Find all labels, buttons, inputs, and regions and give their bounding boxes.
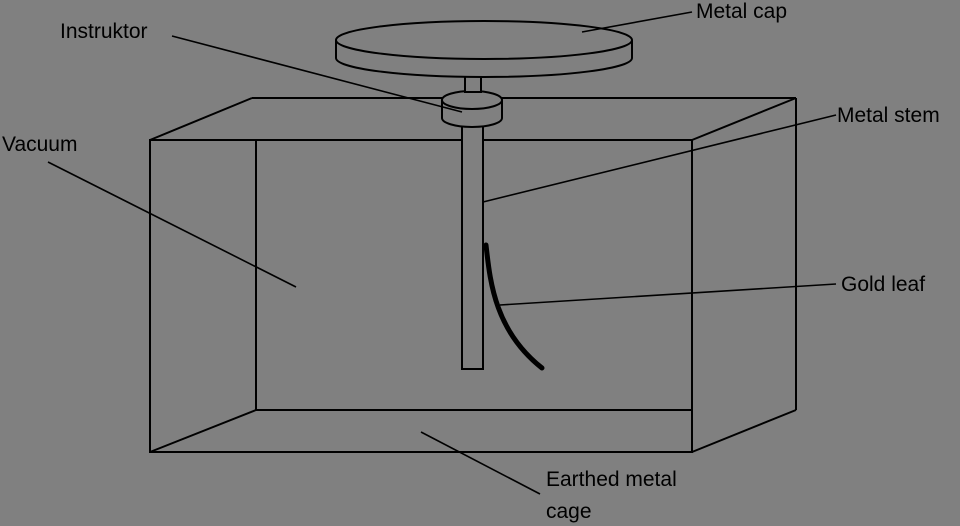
leader-instruktor <box>171 35 463 113</box>
metal-stem <box>461 124 484 370</box>
label-earthed-line1: Earthed metal <box>546 468 677 491</box>
leader-earthed <box>420 431 541 495</box>
cage-outline <box>149 97 797 453</box>
label-metal-cap: Metal cap <box>696 0 788 23</box>
leader-metal-stem <box>482 114 837 203</box>
label-vacuum: Vacuum <box>2 133 78 156</box>
cage-back-edges <box>255 140 692 411</box>
label-gold-leaf: Gold leaf <box>841 273 926 296</box>
leader-vacuum <box>47 161 297 288</box>
leader-gold-leaf <box>499 283 837 306</box>
leader-metal-cap <box>581 11 693 33</box>
gold-leaf <box>483 242 545 371</box>
label-earthed-line2: cage <box>546 500 592 523</box>
label-metal-stem: Metal stem <box>837 104 940 127</box>
metal-cap-disc <box>335 20 633 78</box>
leader-lines <box>47 11 837 495</box>
instruktor-plug <box>441 90 503 128</box>
label-instruktor: Instruktor <box>60 20 148 43</box>
